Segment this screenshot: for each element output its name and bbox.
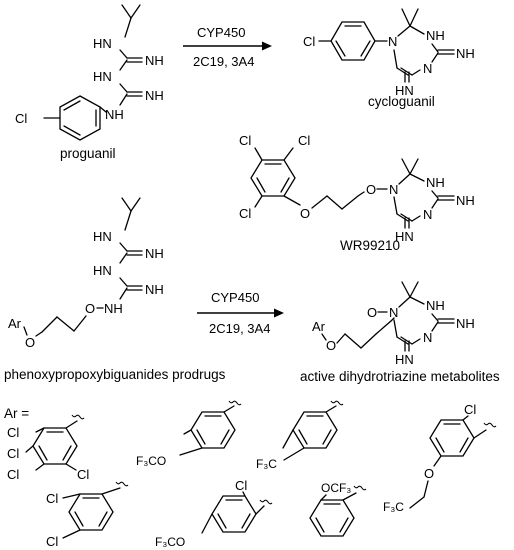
atom-label: NH <box>145 282 164 297</box>
atom-label: Cl <box>15 111 27 126</box>
ar-trichlorophenyl: Cl Cl Cl Cl <box>7 414 89 482</box>
arrow-2-reagent-bottom: 2C19, 3A4 <box>209 321 270 336</box>
atom-label: O <box>25 335 35 350</box>
atom-label: HN <box>395 83 414 98</box>
atom-label: Cl <box>235 478 247 493</box>
metabolite-label: active dihydrotriazine metabolites <box>300 369 500 384</box>
arrow-1-reagent-bottom: 2C19, 3A4 <box>193 54 254 69</box>
ar-trifluoromethylphenyl: F₃C <box>256 400 344 471</box>
atom-label: F₃CO <box>136 454 166 468</box>
atom-label: Cl <box>7 467 19 482</box>
atom-label: Cl <box>239 206 251 221</box>
atom-label: N <box>389 305 398 320</box>
ar-ortho-trifluoromethoxyphenyl: OCF₃ <box>309 481 367 537</box>
proguanil-label: proguanil <box>60 146 116 161</box>
arrow-1-reagent-top: CYP450 <box>197 25 245 40</box>
ar-trifluoromethoxyphenyl: F₃CO <box>136 400 242 468</box>
ar-definition-label: Ar = <box>4 406 29 421</box>
atom-label: OCF₃ <box>321 481 351 495</box>
atom-label: O <box>85 301 95 316</box>
atom-label: N <box>423 207 432 222</box>
atom-label: O <box>300 206 310 221</box>
atom-label: Cl <box>46 534 58 549</box>
cycloguanil-structure: Cl N NH NH N HN <box>303 8 475 98</box>
atom-label: O <box>367 305 377 320</box>
atom-label: HN <box>93 263 112 278</box>
atom-label: N <box>389 182 398 197</box>
arrow-2-reagent-top: CYP450 <box>211 290 259 305</box>
atom-label: N <box>423 61 432 76</box>
ar-chloro-trifluoromethoxyphenyl: Cl F₃CO <box>155 478 273 549</box>
atom-label: NH <box>145 88 164 103</box>
ar-dichlorophenyl: Cl Cl <box>46 481 129 549</box>
ar-chloro-trifluoroethoxyphenyl: Cl O F₃C <box>383 402 497 514</box>
atom-label: Ar <box>312 319 326 334</box>
atom-label: HN <box>93 36 112 51</box>
atom-label: NH <box>105 107 124 122</box>
atom-label: Cl <box>7 425 19 440</box>
prodrug-label: phenoxypropoxybiguanides prodrugs <box>4 367 226 382</box>
atom-label: NH <box>456 193 475 208</box>
atom-label: Cl <box>46 491 58 506</box>
atom-label: Cl <box>7 446 19 461</box>
atom-label: Cl <box>303 34 315 49</box>
atom-label: O <box>366 182 376 197</box>
reaction-arrow-2: CYP450 2C19, 3A4 <box>197 290 284 336</box>
reaction-arrow-1: CYP450 2C19, 3A4 <box>183 25 272 69</box>
atom-label: N <box>388 34 397 49</box>
atom-label: O <box>424 466 434 481</box>
cycloguanil-label: cycloguanil <box>368 94 435 109</box>
atom-label: Cl <box>298 133 310 148</box>
atom-label: NH <box>426 298 445 313</box>
atom-label: F₃C <box>256 457 277 471</box>
atom-label: HN <box>395 229 414 244</box>
atom-label: F₃C <box>383 500 404 514</box>
atom-label: Cl <box>77 467 89 482</box>
atom-label: HN <box>93 69 112 84</box>
atom-label: O <box>326 338 336 353</box>
atom-label: NH <box>426 28 445 43</box>
atom-label: NH <box>456 316 475 331</box>
metabolite-structure: Ar O O N NH NH N HN <box>312 281 475 367</box>
atom-label: Cl <box>239 133 251 148</box>
atom-label: HN <box>93 229 112 244</box>
atom-label: NH <box>456 46 475 61</box>
atom-label: F₃CO <box>155 535 185 549</box>
proguanil-structure: HN NH HN NH NH Cl <box>15 4 164 141</box>
prodrug-structure: HN NH HN NH NH O O Ar <box>8 197 164 350</box>
atom-label: NH <box>426 175 445 190</box>
atom-label: NH <box>145 53 164 68</box>
wr99210-label: WR99210 <box>340 238 400 253</box>
atom-label: Cl <box>464 402 476 417</box>
atom-label: HN <box>395 352 414 367</box>
atom-label: Ar <box>8 316 22 331</box>
wr99210-structure: Cl Cl Cl O O N NH NH N HN <box>239 133 475 244</box>
atom-label: N <box>423 330 432 345</box>
atom-label: NH <box>145 246 164 261</box>
atom-label: NH <box>104 301 123 316</box>
